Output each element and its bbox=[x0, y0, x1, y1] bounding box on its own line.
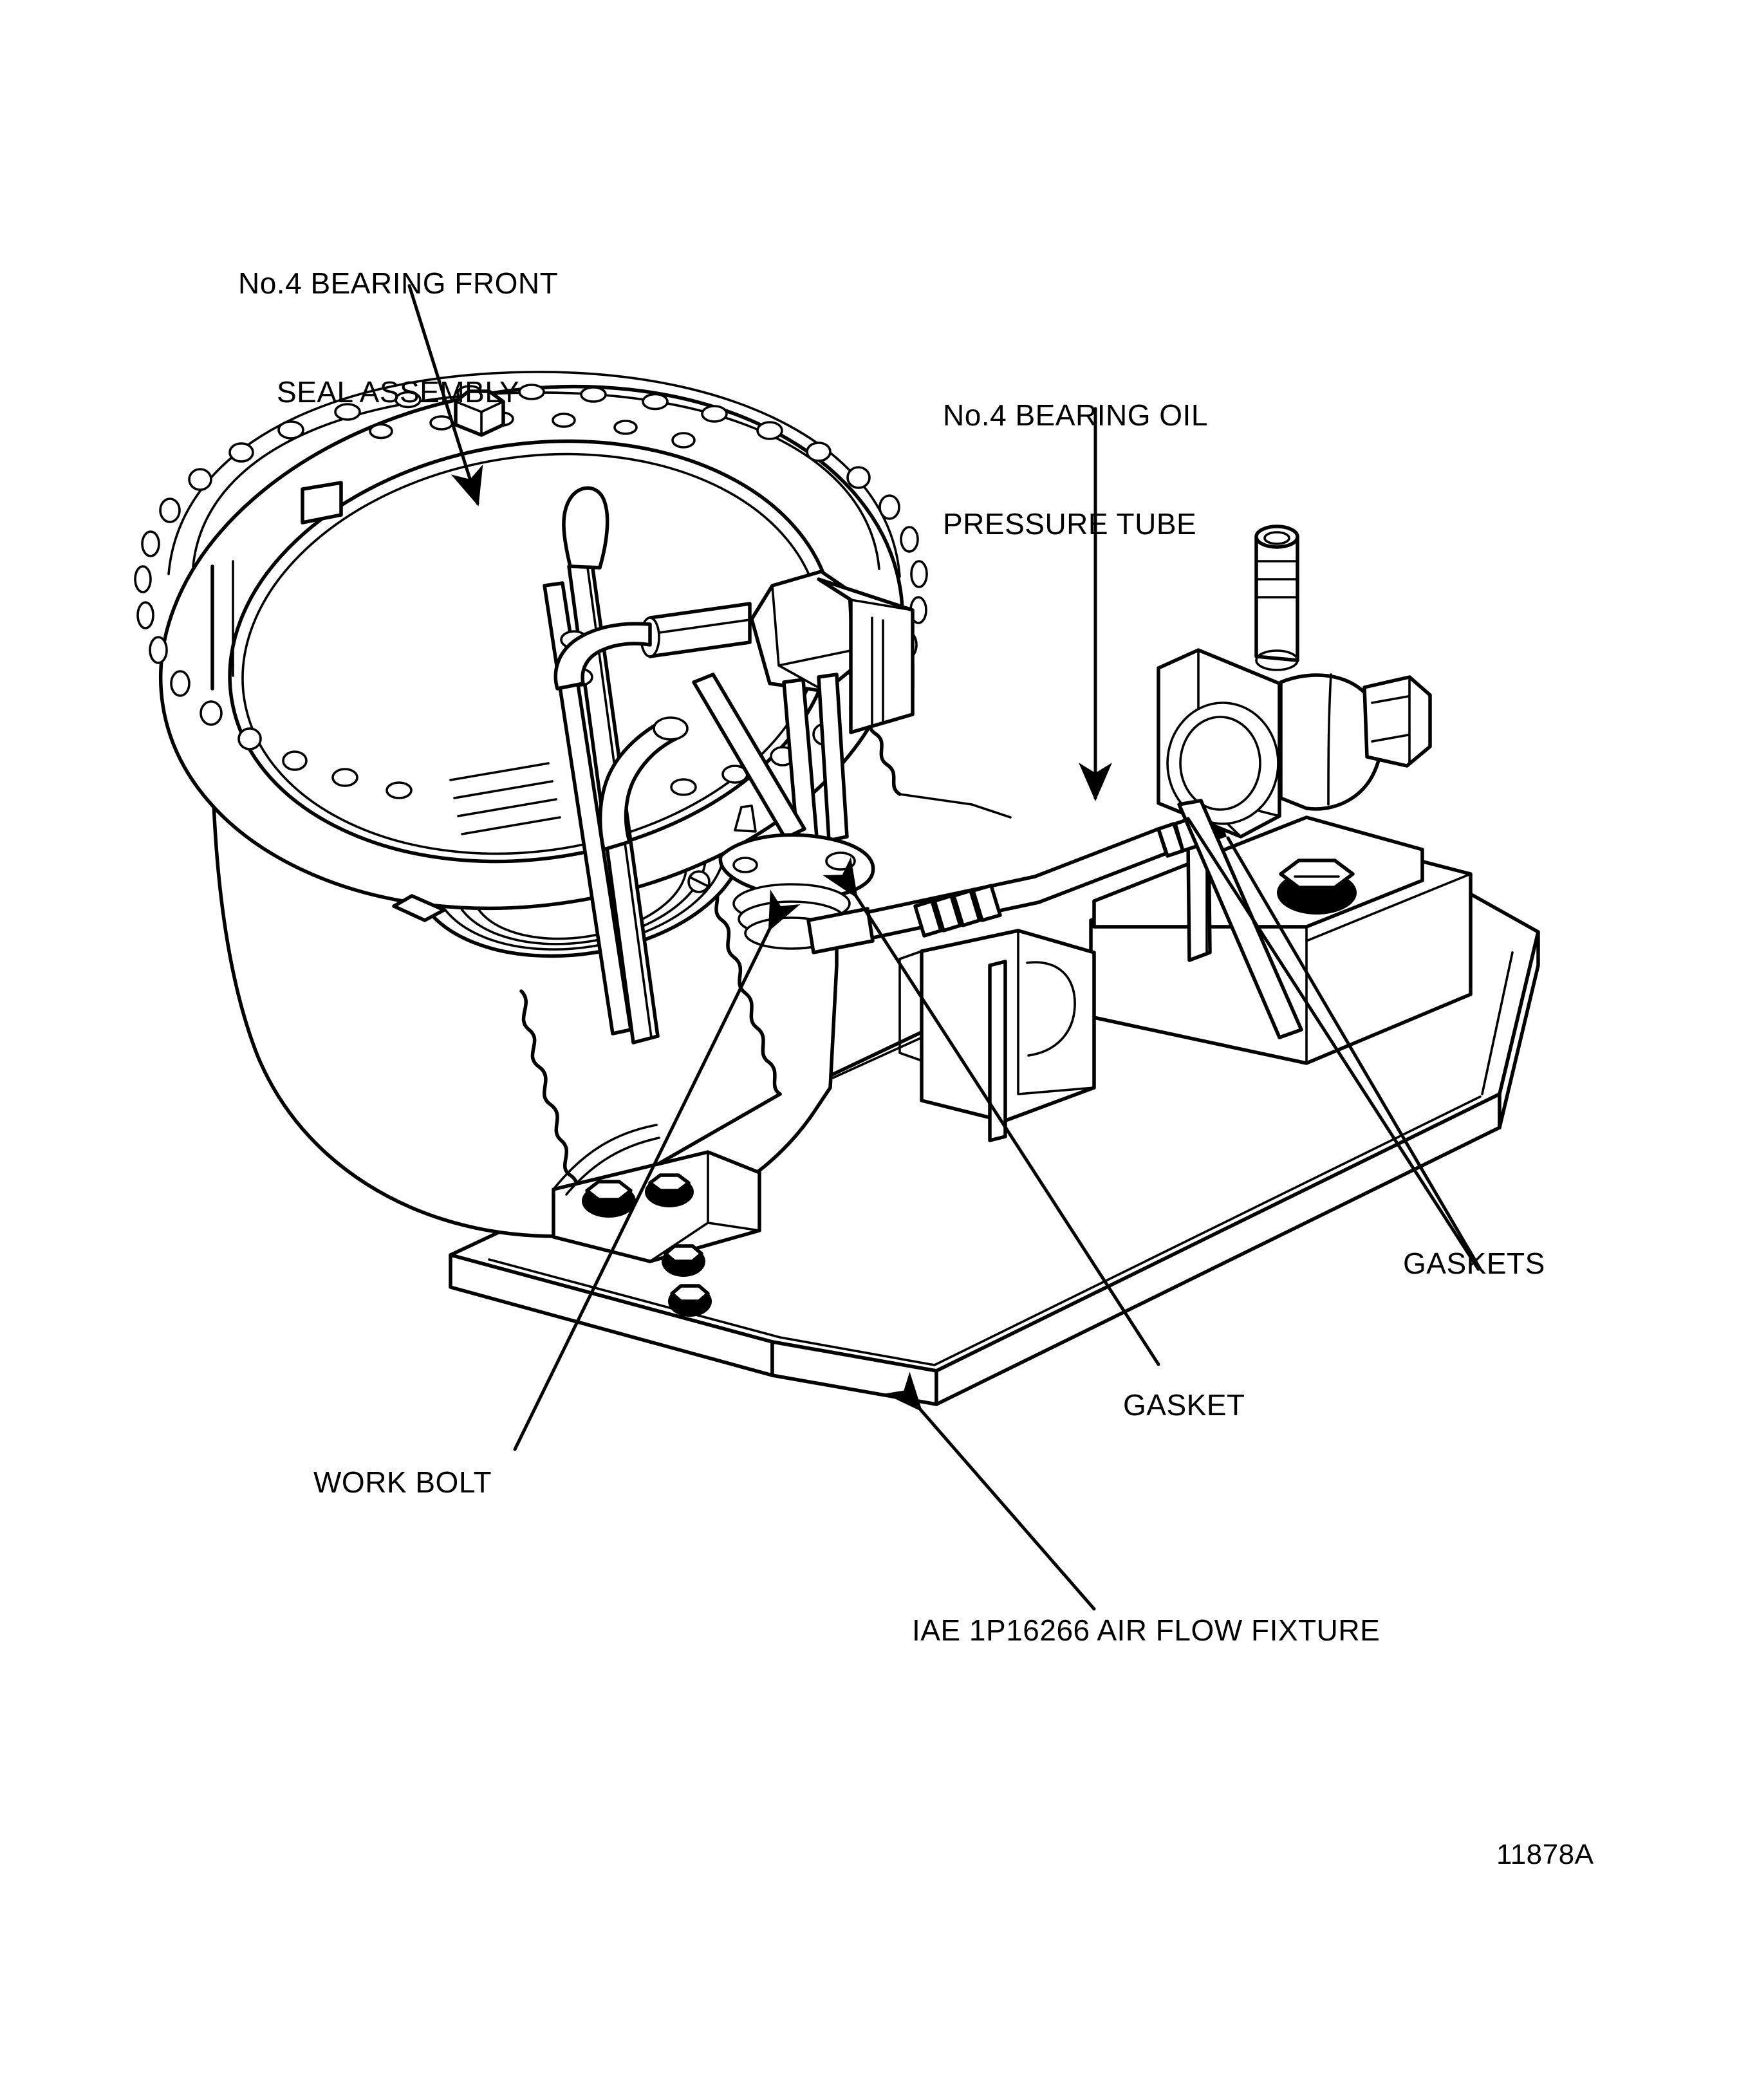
center-gusset-plate bbox=[898, 929, 1096, 1142]
leader-lines bbox=[407, 284, 1482, 1611]
callout-gasket: GASKET bbox=[1123, 1388, 1245, 1422]
leader-seal-assembly bbox=[407, 284, 483, 506]
pedestal-hex-nut bbox=[1277, 859, 1357, 915]
callout-oil-pressure-tube: No.4 BEARING OIL PRESSURE TUBE bbox=[943, 325, 1208, 614]
bearing-front-flange-ring bbox=[134, 371, 1012, 922]
leader-gaskets-1 bbox=[1186, 817, 1480, 1271]
callout-gaskets: GASKETS bbox=[1403, 1247, 1545, 1280]
drawing-number: 11878A bbox=[1496, 1839, 1594, 1870]
leader-air-flow-fixture bbox=[884, 1371, 1096, 1611]
foot-bolt-heads-lower bbox=[662, 1244, 712, 1317]
callout-oil-pressure-tube-line1: No.4 BEARING OIL bbox=[943, 398, 1208, 432]
callout-work-bolt: WORK BOLT bbox=[313, 1465, 492, 1499]
flange-top-hex-nut bbox=[454, 389, 505, 437]
callout-air-flow-fixture: IAE 1P16266 AIR FLOW FIXTURE bbox=[912, 1613, 1380, 1647]
tube-nipple bbox=[1254, 525, 1299, 671]
leader-gaskets-2 bbox=[1226, 836, 1482, 1271]
leader-gasket bbox=[823, 857, 1160, 1366]
callout-oil-pressure-tube-line2: PRESSURE TUBE bbox=[943, 506, 1197, 541]
housing-mounting-foot bbox=[552, 1124, 761, 1317]
callout-seal-assembly-line1: No.4 BEARING FRONT bbox=[238, 266, 559, 301]
tube-support-bracket bbox=[1157, 525, 1432, 1039]
foot-bolt-heads-upper bbox=[582, 1173, 694, 1218]
callout-seal-assembly: No.4 BEARING FRONT SEAL ASSEMBLY bbox=[238, 193, 558, 482]
leader-work-bolt bbox=[513, 889, 801, 1451]
tube-bellows bbox=[913, 884, 1002, 938]
callout-seal-assembly-line2: SEAL ASSEMBLY bbox=[276, 375, 520, 409]
